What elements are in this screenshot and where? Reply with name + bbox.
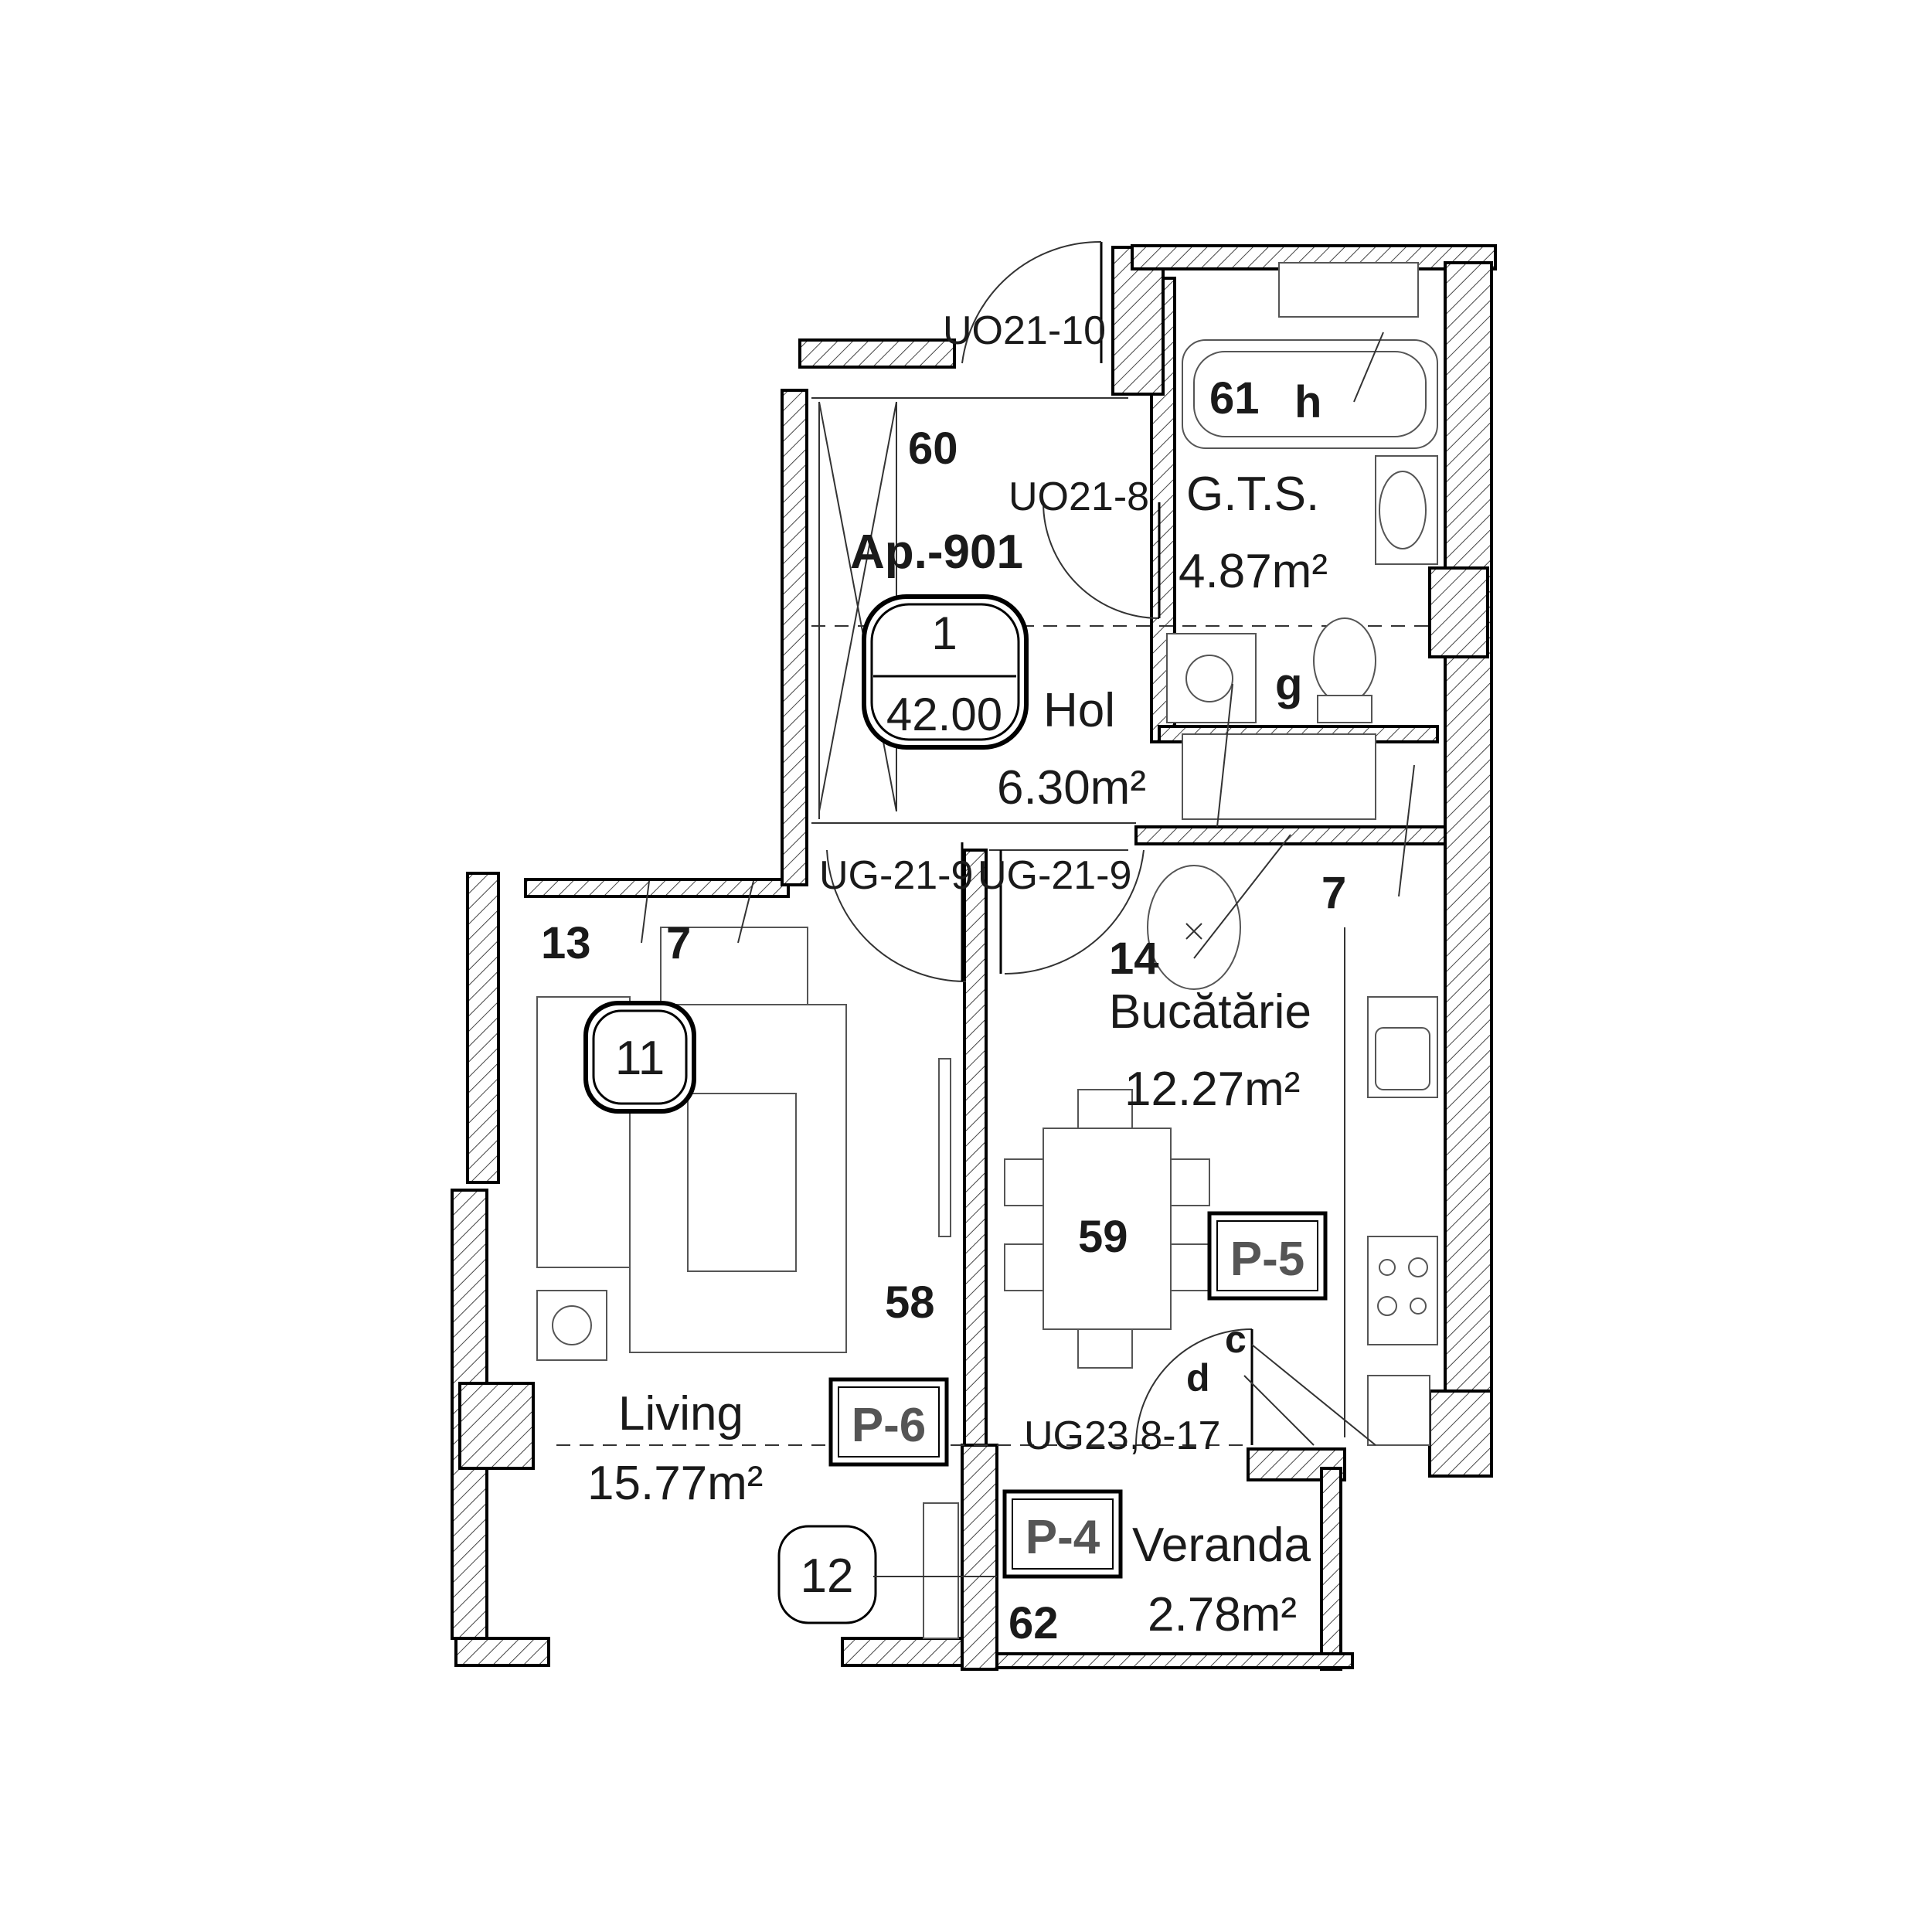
door-code-entrance: UO21-10 [943,308,1106,353]
door-veranda [1135,1328,1253,1446]
leader-lines [641,332,1415,1577]
plant [536,1290,607,1361]
marker-7-kitchen: 7 [1321,868,1346,918]
unit-badge [862,594,1029,750]
panel-p6-box [828,1377,949,1467]
marker-59: 59 [1078,1212,1128,1262]
toilet [1313,617,1376,723]
room-hol-area: 6.30m² [997,761,1146,815]
door-code-bathroom: UO21-8 [1009,474,1149,519]
panel-p4: P-4 [1026,1511,1100,1564]
dining-table [1004,1089,1210,1369]
washbasin [1375,455,1438,565]
room-kitchen-name: Bucătărie [1109,985,1311,1039]
bathtub [1182,339,1438,449]
panel-p5-box [1207,1211,1328,1301]
apartment-label: Ap.-901 [850,526,1023,579]
door-code-veranda: UG23,8-17 [1024,1413,1220,1458]
circle-11: 11 [615,1032,665,1085]
room-living-area: 15.77m² [587,1457,763,1510]
door-living [826,842,967,983]
room-veranda-name: Veranda [1132,1519,1311,1572]
door-entrance [961,240,1103,364]
room-gts-name: G.T.S. [1186,468,1319,521]
panel-p6: P-6 [852,1399,926,1452]
washing-machine [1166,633,1257,723]
room-living-name: Living [618,1387,743,1440]
radiator [923,1502,959,1639]
marker-61: 61 [1209,373,1260,423]
fridge [1367,1375,1430,1446]
room-gts-area: 4.87m² [1179,545,1328,598]
coffee-table [687,1093,797,1272]
kitchen-sink [1367,996,1438,1098]
marker-d: d [1186,1356,1210,1400]
door-code-kitchen: UG-21-9 [978,853,1131,898]
marker-60: 60 [908,423,958,474]
marker-13: 13 [541,918,591,968]
room-kitchen-area: 12.27m² [1124,1063,1300,1116]
tv-unit [938,1058,951,1237]
door-code-living: UG-21-9 [819,853,973,898]
room-hol-name: Hol [1043,684,1115,737]
walls [451,244,1497,1671]
marker-62: 62 [1009,1598,1059,1648]
marker-58: 58 [885,1277,935,1328]
circle-12: 12 [801,1549,854,1603]
marker-7-living: 7 [666,918,691,968]
panel-p4-box [1002,1489,1123,1579]
shower-corner [1278,262,1419,318]
door-kitchen [999,849,1145,975]
circle-12-badge [777,1525,877,1624]
circle-11-badge [583,1001,696,1114]
stove [1367,1236,1438,1345]
marker-g: g [1275,659,1302,709]
apartment-total-area: 42.00 [886,689,1002,740]
kitchen-corner-cabinet [1147,865,1241,990]
panel-p5: P-5 [1230,1233,1304,1286]
marker-14: 14 [1109,934,1159,984]
apartment-unit-number: 1 [931,607,957,659]
marker-c: c [1225,1318,1247,1361]
door-bathroom [1043,502,1161,619]
marker-h: h [1294,377,1321,427]
corridor-shelf [1182,733,1376,820]
room-veranda-area: 2.78m² [1148,1588,1297,1641]
